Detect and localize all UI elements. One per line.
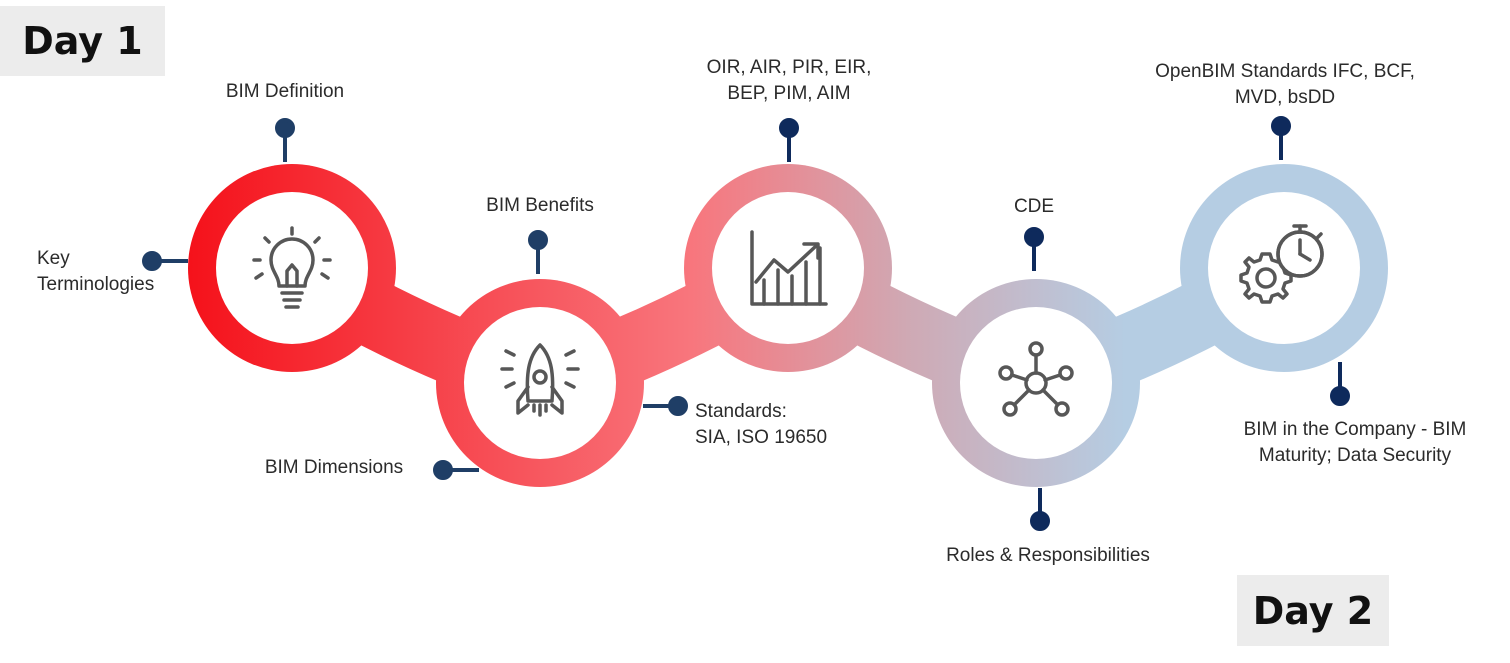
label-bim-dimensions: BIM Dimensions: [264, 457, 404, 478]
connector-key-terminologies: [142, 251, 188, 271]
label-openbim: OpenBIM Standards IFC, BCF, MVD, bsDD: [1115, 59, 1455, 111]
day-2-badge: Day 2: [1237, 575, 1389, 646]
milestone-inner-4: [960, 307, 1112, 459]
label-bim-company: BIM in the Company - BIM Maturity; Data …: [1205, 417, 1505, 469]
label-bim-definition: BIM Definition: [225, 81, 345, 102]
label-standards: Standards: SIA, ISO 19650: [695, 399, 827, 451]
label-information-requirements-line1: OIR, AIR, PIR, EIR,: [706, 57, 872, 78]
milestone-inner-1: [216, 192, 368, 344]
connector-openbim: [1271, 116, 1291, 160]
connector-standards: [643, 396, 688, 416]
label-openbim-line2: MVD, bsDD: [1234, 87, 1336, 108]
network-icon: [998, 341, 1074, 417]
lightbulb-icon: [252, 226, 332, 309]
gear-stopwatch-icon: [1239, 224, 1324, 304]
connector-bim-dimensions: [433, 460, 479, 480]
connector-bim-definition: [275, 118, 295, 162]
label-cde: CDE: [1013, 196, 1055, 217]
connector-bim-benefits: [528, 230, 548, 274]
label-information-requirements: OIR, AIR, PIR, EIR, BEP, PIM, AIM: [659, 55, 919, 107]
label-roles: Roles & Responsibilities: [946, 545, 1150, 566]
milestone-inner-3: [712, 192, 864, 344]
connector-roles: [1030, 488, 1050, 531]
label-information-requirements-line2: BEP, PIM, AIM: [727, 83, 851, 104]
rocket-icon: [500, 343, 580, 417]
day-1-badge: Day 1: [0, 6, 165, 76]
connector-information-requirements: [779, 118, 799, 162]
label-bim-benefits: BIM Benefits: [486, 195, 594, 216]
label-bim-company-line2: Maturity; Data Security: [1258, 445, 1452, 466]
label-key-terminologies-line1: Key: [37, 248, 70, 269]
label-bim-company-line1: BIM in the Company - BIM: [1243, 419, 1467, 440]
label-standards-line1: Standards:: [695, 401, 787, 422]
connector-cde: [1024, 227, 1044, 271]
chart-growth-icon: [750, 230, 828, 306]
connector-bim-company: [1330, 362, 1350, 406]
label-openbim-line1: OpenBIM Standards IFC, BCF,: [1155, 61, 1415, 82]
label-key-terminologies-line2: Terminologies: [37, 274, 155, 295]
timeline-path: [188, 164, 1388, 487]
label-standards-line2: SIA, ISO 19650: [695, 427, 828, 448]
label-key-terminologies: Key Terminologies: [37, 246, 154, 298]
